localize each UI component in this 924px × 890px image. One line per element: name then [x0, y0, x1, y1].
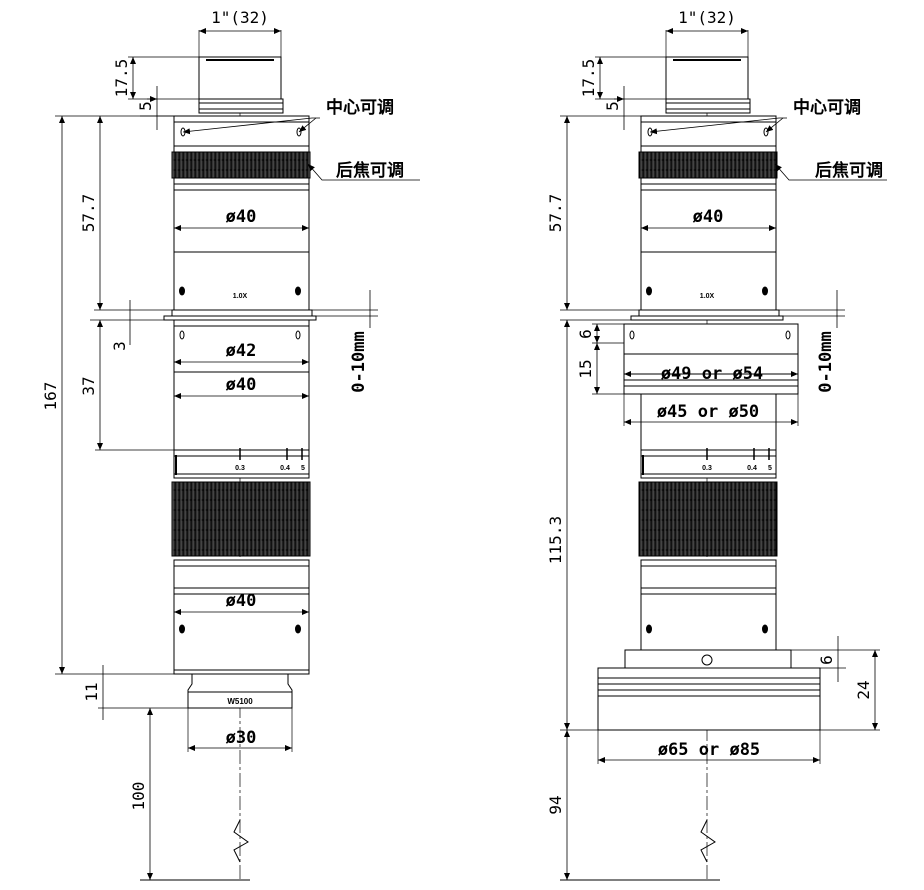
right-thread — [665, 98, 751, 114]
right-dim-57-7: 57.7 — [546, 194, 565, 233]
left-dia-30: ø30 — [226, 728, 257, 748]
left-scale-0-4: 0.4 — [280, 465, 290, 472]
right-zoom-knurl — [638, 481, 778, 557]
left-top-diameter: 1"(32) — [211, 8, 269, 27]
left-back-focus-knurl — [171, 151, 311, 179]
right-scale-0-4: 0.4 — [747, 465, 757, 472]
left-dim-3: 3 — [110, 341, 129, 351]
right-travel-0-10mm: 0-10mm — [816, 331, 836, 392]
right-dia-49-or-54: ø49 or ø54 — [661, 364, 763, 384]
right-adapter-ring — [623, 323, 799, 355]
left-thread — [198, 98, 284, 114]
left-scale-5: 5 — [301, 465, 305, 472]
right-magnification: 1.0X — [700, 293, 715, 300]
left-dim-100: 100 — [129, 782, 148, 811]
right-center-adjust-label: 中心可调 — [793, 97, 861, 118]
right-lens — [560, 28, 887, 881]
left-center-adjust-label: 中心可调 — [326, 97, 394, 118]
left-model-label: W5100 — [227, 697, 253, 706]
right-dim-94: 94 — [546, 795, 565, 814]
right-upper-body — [640, 115, 777, 311]
left-mid-body — [173, 319, 310, 451]
right-dim-6-bottom: 6 — [817, 655, 836, 665]
left-travel-0-10mm: 0-10mm — [349, 331, 369, 392]
right-dim-15: 15 — [576, 359, 595, 378]
right-dim-17-5: 17.5 — [579, 59, 598, 98]
right-dim-5: 5 — [603, 101, 622, 111]
left-magnification: 1.0X — [233, 293, 248, 300]
right-scale-5: 5 — [768, 465, 772, 472]
left-dim-167: 167 — [41, 382, 60, 411]
right-dim-115-3: 115.3 — [546, 516, 565, 564]
right-back-focus-knurl — [638, 151, 778, 179]
right-base — [597, 667, 821, 731]
right-lower-body — [640, 559, 777, 651]
right-dim-24: 24 — [854, 680, 873, 699]
left-dia-40-lower: ø40 — [226, 591, 257, 611]
left-upper-body — [173, 115, 310, 311]
right-dia-40: ø40 — [693, 207, 724, 227]
left-dim-11: 11 — [82, 682, 101, 701]
right-dia-65-or-85: ø65 or ø85 — [658, 740, 760, 760]
left-lens — [55, 28, 420, 881]
left-zoom-knurl — [171, 481, 311, 557]
left-dia-42: ø42 — [226, 341, 257, 361]
left-scale-0-3: 0.3 — [235, 465, 245, 472]
right-top-diameter: 1"(32) — [678, 8, 736, 27]
right-dim-6-top: 6 — [576, 329, 595, 339]
right-dia-45-or-50: ø45 or ø50 — [657, 402, 759, 422]
left-dim-5: 5 — [136, 101, 155, 111]
left-dia-40-mid: ø40 — [226, 375, 257, 395]
left-dia-40-upper: ø40 — [226, 207, 257, 227]
left-c-mount — [198, 56, 282, 100]
left-back-focus-label: 后焦可调 — [336, 160, 404, 181]
right-scale-0-3: 0.3 — [702, 465, 712, 472]
left-dim-37: 37 — [79, 376, 98, 395]
right-c-mount — [665, 56, 749, 100]
left-dim-57-7: 57.7 — [79, 194, 98, 233]
left-dim-17-5: 17.5 — [112, 59, 131, 98]
right-back-focus-label: 后焦可调 — [815, 160, 883, 181]
left-lower-body — [173, 559, 310, 675]
